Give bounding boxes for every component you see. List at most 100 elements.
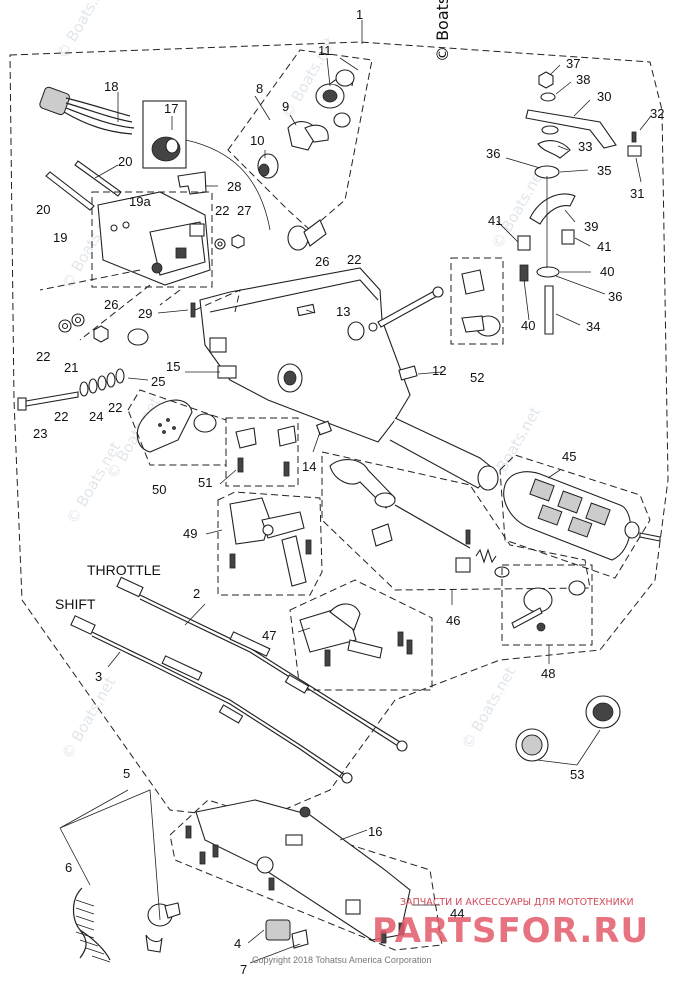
callout-39: 39 bbox=[584, 219, 598, 234]
shift-label: SHIFT bbox=[55, 596, 96, 612]
group-46-box bbox=[321, 451, 591, 591]
callout-4: 4 bbox=[234, 936, 241, 951]
callout-11: 11 bbox=[318, 43, 332, 58]
shift-lever-49 bbox=[229, 497, 312, 587]
callout-32: 32 bbox=[650, 106, 664, 121]
callout-40b: 40 bbox=[521, 318, 535, 333]
group-50-box bbox=[127, 389, 227, 466]
callout-41a: 41 bbox=[488, 213, 502, 228]
lower-cover-16 bbox=[195, 799, 411, 941]
key-switch-11 bbox=[315, 69, 355, 128]
callout-25: 25 bbox=[151, 374, 165, 389]
key-9 bbox=[287, 121, 329, 151]
callout-3: 3 bbox=[95, 669, 102, 684]
callout-12: 12 bbox=[432, 363, 446, 378]
group-8-box bbox=[227, 49, 373, 231]
watermark: © Boats.net bbox=[58, 674, 119, 762]
shift-cable-3 bbox=[70, 615, 353, 784]
throttle-cable-2 bbox=[116, 576, 408, 752]
callout-22d: 22 bbox=[215, 203, 229, 218]
callout-20a: 20 bbox=[118, 154, 132, 169]
callout-49: 49 bbox=[183, 526, 197, 541]
callout-35: 35 bbox=[597, 163, 611, 178]
clip-28 bbox=[177, 171, 207, 195]
throttle-grip-45 bbox=[503, 471, 661, 561]
copyright-logo: © Boats.net bbox=[433, 0, 452, 62]
callout-22c: 22 bbox=[108, 400, 122, 415]
callout-22b: 22 bbox=[54, 409, 68, 424]
watermark: © Boats.net bbox=[458, 664, 519, 752]
callout-6: 6 bbox=[65, 860, 72, 875]
callout-numbers: 1 2 3 4 5 6 7 8 9 10 11 12 13 14 15 16 1… bbox=[33, 7, 664, 977]
callout-36a: 36 bbox=[486, 146, 500, 161]
callout-2: 2 bbox=[193, 586, 200, 601]
upper-right-parts bbox=[517, 71, 642, 335]
callout-13: 13 bbox=[336, 304, 350, 319]
callout-18: 18 bbox=[104, 79, 118, 94]
washers-24 bbox=[79, 368, 125, 397]
callout-36b: 36 bbox=[608, 289, 622, 304]
watermark: © Boats.net bbox=[53, 0, 114, 62]
switch-lower bbox=[287, 219, 327, 251]
callout-15: 15 bbox=[166, 359, 180, 374]
callout-33: 33 bbox=[578, 139, 592, 154]
callout-17: 17 bbox=[164, 101, 178, 116]
callout-27: 27 bbox=[237, 203, 251, 218]
callout-40a: 40 bbox=[600, 264, 614, 279]
callout-8: 8 bbox=[256, 81, 263, 96]
group-48-box bbox=[501, 564, 593, 646]
callout-52: 52 bbox=[470, 370, 484, 385]
cap-10 bbox=[257, 153, 279, 179]
fasteners-21-22 bbox=[58, 234, 245, 343]
callout-16: 16 bbox=[368, 824, 382, 839]
callout-38: 38 bbox=[576, 72, 590, 87]
callout-45: 45 bbox=[562, 449, 576, 464]
group-45-box bbox=[499, 454, 651, 579]
callout-53: 53 bbox=[570, 767, 584, 782]
callout-22a: 22 bbox=[36, 349, 50, 364]
callout-14: 14 bbox=[302, 459, 316, 474]
callout-48: 48 bbox=[541, 666, 555, 681]
group-19-box bbox=[91, 191, 213, 288]
callout-26a: 26 bbox=[104, 297, 118, 312]
callout-46: 46 bbox=[446, 613, 460, 628]
stop-switch-7 bbox=[147, 902, 309, 949]
tiller-body bbox=[199, 267, 499, 491]
harness-18 bbox=[39, 86, 135, 135]
cap-17 bbox=[142, 100, 271, 231]
lanyard-leaders bbox=[59, 789, 161, 921]
screws-lower bbox=[185, 825, 405, 944]
callout-19: 19 bbox=[53, 230, 67, 245]
callout-22e: 22 bbox=[347, 252, 361, 267]
callout-29: 29 bbox=[138, 306, 152, 321]
callout-34: 34 bbox=[586, 319, 600, 334]
overlay-line1: ЗАПЧАСТИ И АКСЕССУАРЫ ДЛЯ МОТОТЕХНИКИ bbox=[400, 897, 634, 908]
bracket-19 bbox=[97, 191, 211, 286]
screw-29 bbox=[190, 302, 196, 318]
callout-28: 28 bbox=[227, 179, 241, 194]
group-47-box bbox=[289, 579, 433, 691]
callout-51: 51 bbox=[198, 475, 212, 490]
callout-7: 7 bbox=[240, 962, 247, 977]
group-52-box bbox=[450, 257, 504, 345]
callout-20b: 20 bbox=[36, 202, 50, 217]
shift-link-47 bbox=[299, 603, 413, 667]
throttle-label: THROTTLE bbox=[87, 562, 161, 578]
callout-24: 24 bbox=[89, 409, 103, 424]
callout-26b: 26 bbox=[315, 254, 329, 269]
callout-41b: 41 bbox=[597, 239, 611, 254]
throttle-stop-52 bbox=[461, 269, 501, 337]
assembly-1-outline bbox=[9, 41, 669, 821]
cable-bracket-48 bbox=[511, 580, 586, 632]
callout-37: 37 bbox=[566, 56, 580, 71]
callout-1: 1 bbox=[356, 7, 363, 22]
group-49-box bbox=[217, 491, 323, 596]
callout-50: 50 bbox=[152, 482, 166, 497]
footer-copyright: Copyright 2018 Tohatsu America Corporati… bbox=[252, 955, 431, 965]
group-29-leader bbox=[194, 289, 241, 313]
friction-plates-51 bbox=[235, 425, 297, 477]
bolt-23 bbox=[17, 391, 79, 411]
callout-10: 10 bbox=[250, 133, 264, 148]
callout-30: 30 bbox=[597, 89, 611, 104]
